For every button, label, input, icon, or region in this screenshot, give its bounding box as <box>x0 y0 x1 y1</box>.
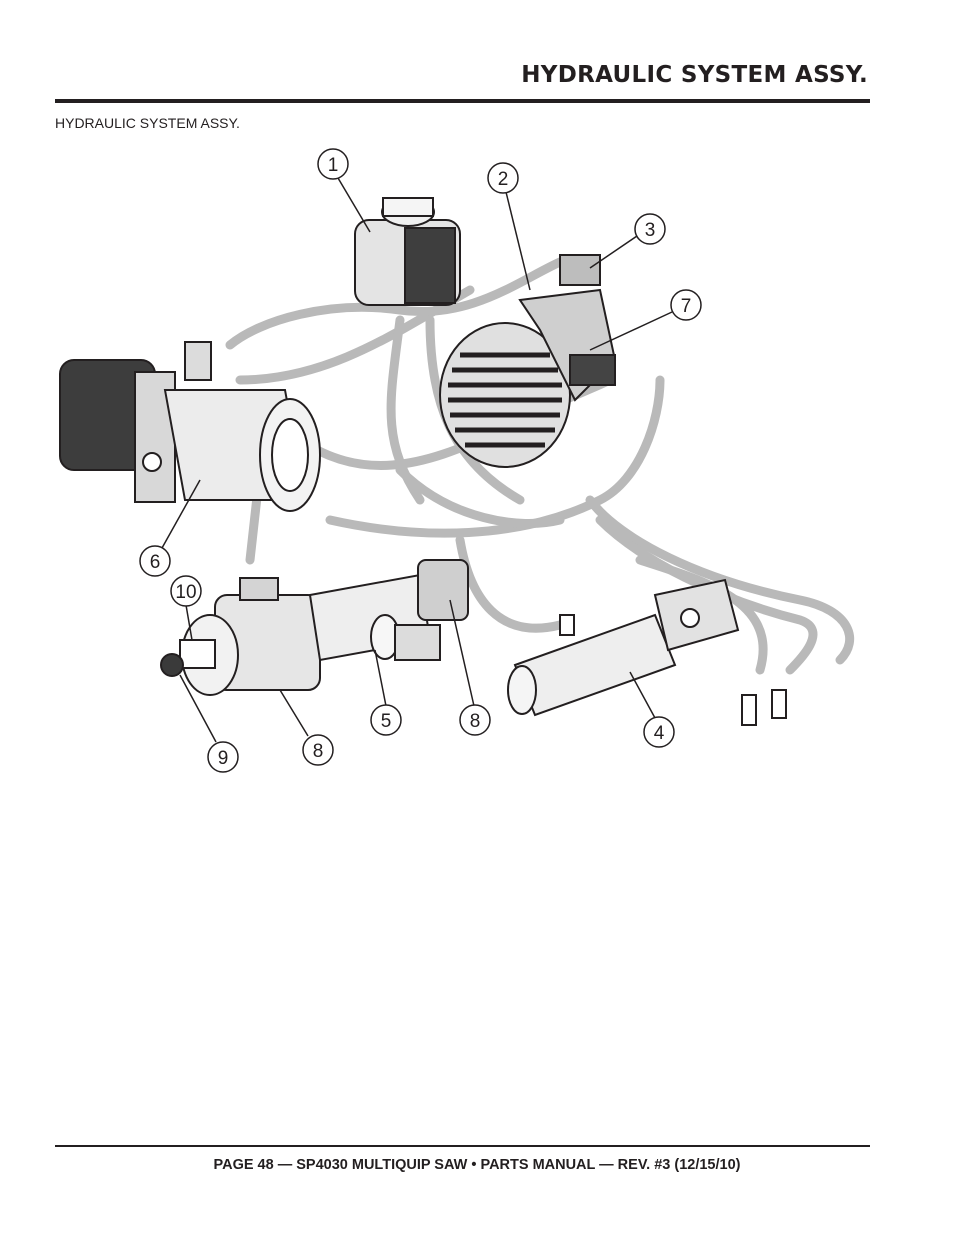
callout-3: 3 <box>645 220 656 241</box>
callout-7: 7 <box>681 296 692 317</box>
callout-leaders <box>161 177 673 743</box>
callout-10-circle <box>170 575 202 607</box>
cylinder-4 <box>507 578 740 717</box>
page-footer: PAGE 48 — SP4030 MULTIQUIP SAW • PARTS M… <box>213 1157 741 1173</box>
callout-5-circle <box>370 704 402 736</box>
header-divider <box>55 99 870 103</box>
callout-8a: 8 <box>470 711 481 732</box>
callout-labels: 1 2 3 4 5 6 7 8 8 9 10 <box>150 155 692 769</box>
hose-fittings <box>559 614 787 726</box>
callout-8b: 8 <box>313 741 324 762</box>
cylinder-5 <box>308 559 469 662</box>
callout-8b-circle <box>302 734 334 766</box>
callout-8a-circle <box>459 704 491 736</box>
callout-4: 4 <box>654 723 665 744</box>
callout-6: 6 <box>150 552 161 573</box>
pump-8 <box>160 577 321 696</box>
callout-10: 10 <box>175 582 196 603</box>
section-label: HYDRAULIC SYSTEM ASSY. <box>55 115 240 131</box>
callout-5: 5 <box>381 711 392 732</box>
callout-9-circle <box>207 741 239 773</box>
footer-divider <box>55 1145 870 1147</box>
callout-2-circle <box>487 162 519 194</box>
callout-9: 9 <box>218 748 229 769</box>
pump-assembly <box>439 254 617 468</box>
callout-circles <box>139 148 702 773</box>
callout-6-circle <box>139 545 171 577</box>
callout-3-circle <box>634 213 666 245</box>
callout-1-circle <box>317 148 349 180</box>
callout-2: 2 <box>498 169 509 190</box>
cylinder-6 <box>59 341 321 512</box>
reservoir-1 <box>354 197 461 306</box>
callout-7-circle <box>670 289 702 321</box>
callout-1: 1 <box>328 155 339 176</box>
callout-4-circle <box>643 716 675 748</box>
page-title: HYDRAULIC SYSTEM ASSY. <box>521 62 868 88</box>
